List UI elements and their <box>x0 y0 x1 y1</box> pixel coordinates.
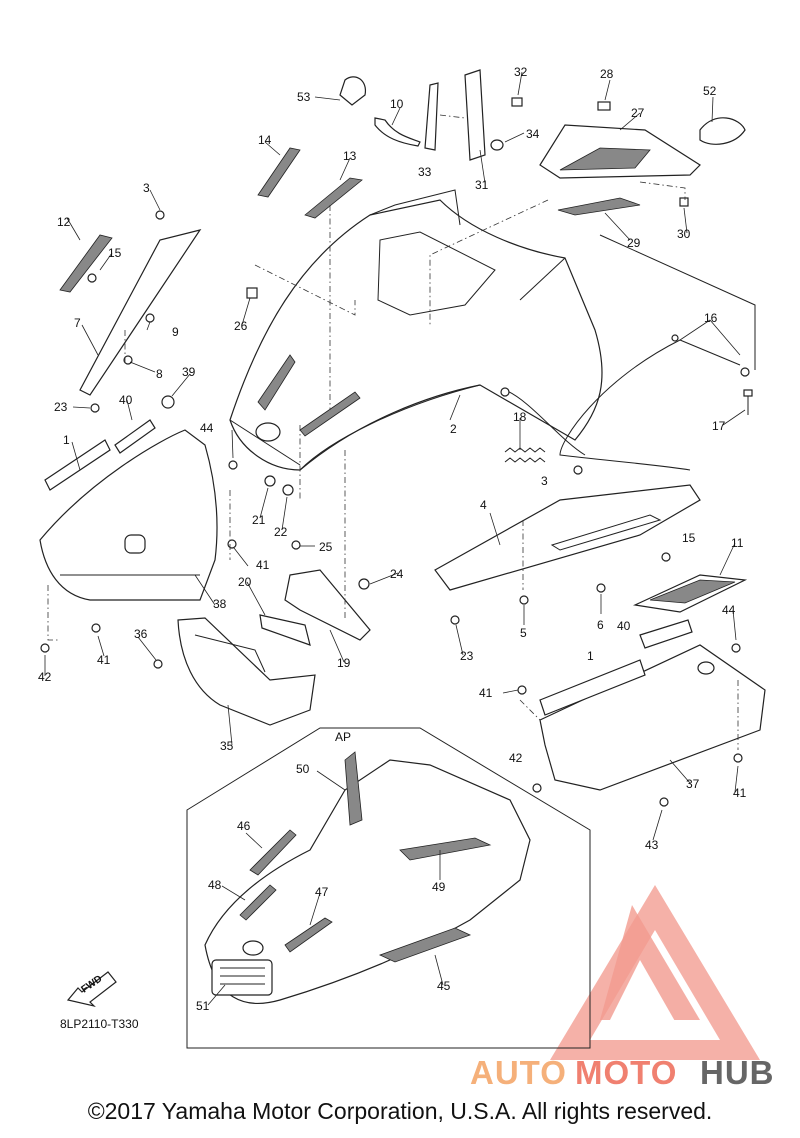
callout-36: 36 <box>134 627 148 641</box>
callout-34: 34 <box>526 127 540 141</box>
callout-3: 3 <box>143 181 150 195</box>
callout-53: 53 <box>297 90 311 104</box>
callout-35: 35 <box>220 739 234 753</box>
callout-15: 15 <box>108 246 122 260</box>
callout-11: 11 <box>731 536 744 550</box>
callout-22: 22 <box>274 525 288 539</box>
callout-31: 31 <box>475 178 489 192</box>
callout-23b: 23 <box>460 649 474 663</box>
callout-45: 45 <box>437 979 451 993</box>
callout-48: 48 <box>208 878 222 892</box>
callout-32: 32 <box>514 65 528 79</box>
watermark-auto: AUTO <box>470 1054 567 1091</box>
callout-13: 13 <box>343 149 357 163</box>
watermark-moto: MOTO <box>575 1054 677 1091</box>
callout-50: 50 <box>296 762 310 776</box>
callout-5: 5 <box>520 626 527 640</box>
callout-52: 52 <box>703 84 717 98</box>
callout-26: 26 <box>234 319 248 333</box>
side-cover-37 <box>539 619 766 791</box>
callout-51: 51 <box>196 999 210 1013</box>
side-panel-4 <box>434 484 701 591</box>
callout-8: 8 <box>156 367 163 381</box>
callout-18: 18 <box>513 410 527 424</box>
callout-28: 28 <box>600 67 614 81</box>
top-parts <box>339 69 746 216</box>
callout-33: 33 <box>418 165 432 179</box>
callout-15b: 15 <box>682 531 696 545</box>
callout-9: 9 <box>172 325 179 339</box>
callout-29: 29 <box>627 236 641 250</box>
callout-41b: 41 <box>97 653 111 667</box>
springs-18 <box>504 447 546 463</box>
fwd-arrow: FWD <box>66 971 117 1008</box>
callout-27: 27 <box>631 106 645 120</box>
copyright-notice: ©2017 Yamaha Motor Corporation, U.S.A. A… <box>87 1098 713 1124</box>
callout-41: 41 <box>256 558 270 572</box>
callout-24: 24 <box>390 567 404 581</box>
callout-7: 7 <box>74 316 81 330</box>
callout-6: 6 <box>597 618 604 632</box>
part-number: 8LP2110-T330 <box>60 1017 139 1031</box>
watermark-text: AUTO MOTO HUB <box>470 1054 775 1091</box>
inset-box <box>186 727 591 1049</box>
callout-21: 21 <box>252 513 266 527</box>
watermark-logo <box>550 885 760 1060</box>
callout-42: 42 <box>38 670 52 684</box>
vents <box>59 147 363 293</box>
callouts: 1 1 2 3 3 4 5 6 7 8 9 10 11 12 13 14 15 … <box>38 65 747 1031</box>
callout-41d: 41 <box>733 786 747 800</box>
hardware <box>40 210 743 807</box>
callout-40: 40 <box>119 393 133 407</box>
reference-lines <box>47 114 739 750</box>
callout-43: 43 <box>645 838 659 852</box>
callout-10: 10 <box>390 97 404 111</box>
grille-11 <box>632 574 748 613</box>
callout-17: 17 <box>712 419 726 433</box>
callout-23: 23 <box>54 400 68 414</box>
callout-40b: 40 <box>617 619 631 633</box>
callout-25: 25 <box>319 540 333 554</box>
lower-front-35 <box>177 617 316 726</box>
panel-7 <box>79 229 202 396</box>
callout-49: 49 <box>432 880 446 894</box>
callout-37: 37 <box>686 777 700 791</box>
inset-label: AP <box>335 730 351 744</box>
watermark-hub: HUB <box>700 1054 775 1091</box>
callout-2: 2 <box>450 422 457 436</box>
bolt-17 <box>743 389 753 415</box>
leader-lines <box>44 71 746 1006</box>
callout-44: 44 <box>200 421 214 435</box>
callout-42b: 42 <box>509 751 523 765</box>
callout-3b: 3 <box>541 474 548 488</box>
callout-44b: 44 <box>722 603 736 617</box>
callout-20: 20 <box>238 575 252 589</box>
hood-cowl <box>229 189 603 471</box>
side-cover-38 <box>39 419 218 601</box>
callout-39: 39 <box>182 365 196 379</box>
callout-1b: 1 <box>587 649 594 663</box>
callout-47: 47 <box>315 885 329 899</box>
callout-4: 4 <box>480 498 487 512</box>
callout-14: 14 <box>258 133 272 147</box>
callout-41c: 41 <box>479 686 493 700</box>
bracket-19 <box>259 569 371 646</box>
callout-12: 12 <box>57 215 71 229</box>
cable-assembly <box>500 234 756 471</box>
callout-19: 19 <box>337 656 351 670</box>
callout-1: 1 <box>63 433 70 447</box>
callout-46: 46 <box>237 819 251 833</box>
callout-38: 38 <box>213 597 227 611</box>
callout-16: 16 <box>704 311 718 325</box>
callout-30: 30 <box>677 227 691 241</box>
